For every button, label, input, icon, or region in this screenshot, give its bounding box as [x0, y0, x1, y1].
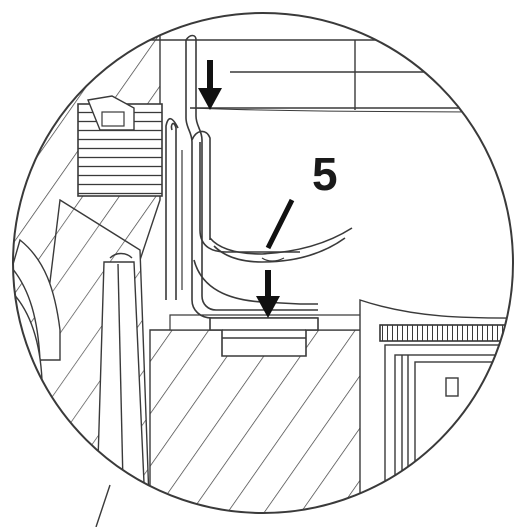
hatched-clip-block [77, 95, 163, 197]
arrow-top [198, 60, 222, 110]
magnifier-tail-line [95, 484, 111, 527]
right-component [359, 299, 513, 513]
retainer-cup [209, 317, 319, 357]
arrow-bottom [256, 270, 280, 318]
magnifier-circle-border [12, 12, 514, 514]
callout-label: 5 [312, 148, 338, 200]
callout-leader-line [265, 198, 295, 250]
bracket-clip [165, 34, 353, 319]
